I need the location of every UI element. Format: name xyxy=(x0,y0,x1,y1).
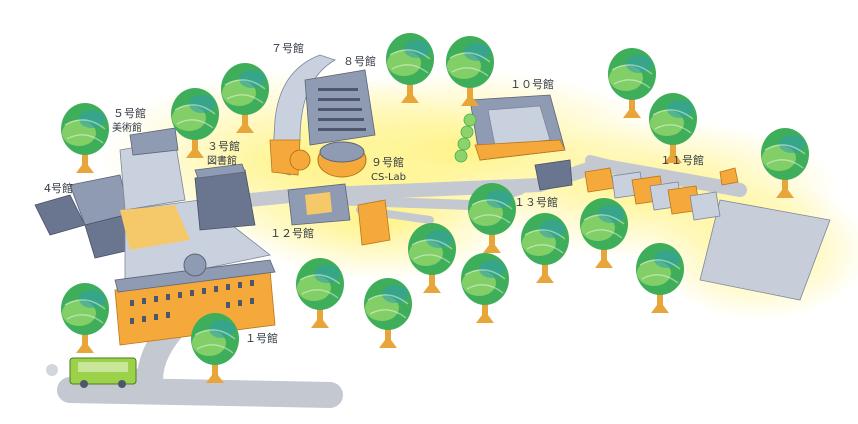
label-b10: １０号館 xyxy=(510,77,554,91)
building-9 xyxy=(317,141,367,178)
bus xyxy=(46,357,137,388)
label-b9: ９号館 xyxy=(371,155,404,169)
plaza xyxy=(699,199,831,301)
hedge xyxy=(454,113,477,163)
building-10 xyxy=(469,94,566,161)
label-b12: １２号館 xyxy=(270,226,314,240)
orange-block xyxy=(357,199,391,246)
labels: ７号館 ８号館 １０号館 ５号館 美術館 ３号館 図書館 ９号館 CS-Lab … xyxy=(44,41,704,345)
label-b8: ８号館 xyxy=(343,54,376,68)
building-3 xyxy=(194,163,256,231)
building-7 xyxy=(269,54,336,176)
label-b3-sub: 図書館 xyxy=(207,154,237,167)
label-b13: １３号館 xyxy=(514,195,558,209)
label-b5: ５号館 xyxy=(113,106,146,120)
building-4 xyxy=(34,174,131,259)
label-b9-sub: CS-Lab xyxy=(371,172,406,183)
label-b3: ３号館 xyxy=(207,139,240,153)
label-b4: 4号館 xyxy=(44,181,73,195)
building-13 xyxy=(534,159,573,191)
label-b1: １号館 xyxy=(245,331,278,345)
label-b5-sub: 美術館 xyxy=(112,121,142,134)
building-11 xyxy=(584,167,739,221)
building-12 xyxy=(287,183,351,226)
label-b11: １１号館 xyxy=(660,153,704,167)
label-b7: ７号館 xyxy=(271,41,304,55)
building-8 xyxy=(304,69,376,146)
